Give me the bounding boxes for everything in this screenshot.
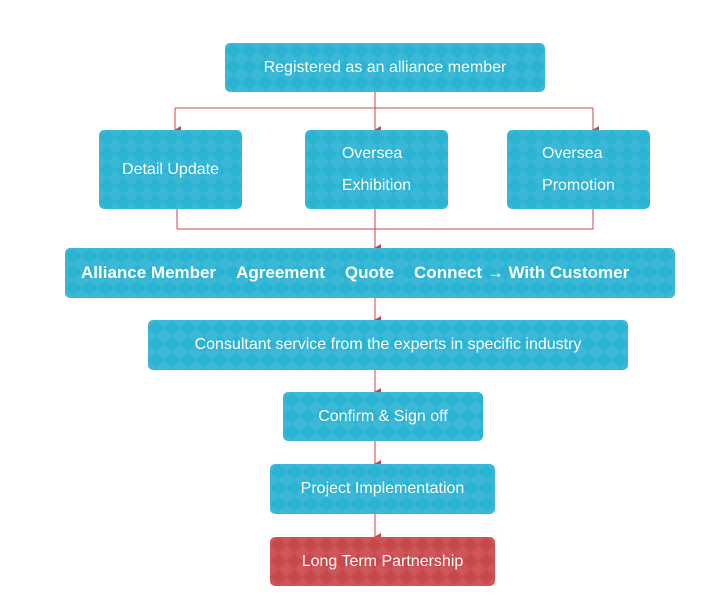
oversea-promotion-line2: Promotion	[542, 176, 615, 194]
registered-label: Registered as an alliance member	[263, 58, 507, 76]
detail-update-label: Detail Update	[122, 160, 219, 178]
registered-node: Registered as an alliance member	[225, 43, 545, 92]
partnership-node: Long Term Partnership	[270, 537, 495, 586]
partnership-label: Long Term Partnership	[301, 552, 464, 570]
quote-label: Quote	[344, 263, 395, 282]
project-node: Project Implementation	[270, 464, 495, 514]
connect-label: Connect → With Customer	[414, 263, 630, 282]
project-label: Project Implementation	[300, 480, 465, 497]
oversea-promotion-node: Oversea Promotion	[507, 130, 650, 209]
confirm-label: Confirm & Sign off	[318, 407, 448, 425]
consultant-node: Consultant service from the experts in s…	[148, 320, 628, 370]
confirm-node: Confirm & Sign off	[283, 392, 483, 441]
oversea-exhibition-line2: Exhibition	[341, 176, 412, 194]
consultant-label: Consultant service from the experts in s…	[194, 336, 582, 353]
oversea-exhibition-line1: Oversea	[341, 144, 403, 162]
agreement-label: Agreement	[236, 263, 325, 282]
alliance-steps-node: Alliance Member Agreement Quote Connect …	[65, 248, 675, 298]
alliance-member-label: Alliance Member	[81, 263, 217, 282]
oversea-exhibition-node: Oversea Exhibition	[305, 130, 448, 209]
detail-update-node: Detail Update	[99, 130, 242, 209]
oversea-promotion-line1: Oversea	[542, 144, 603, 162]
